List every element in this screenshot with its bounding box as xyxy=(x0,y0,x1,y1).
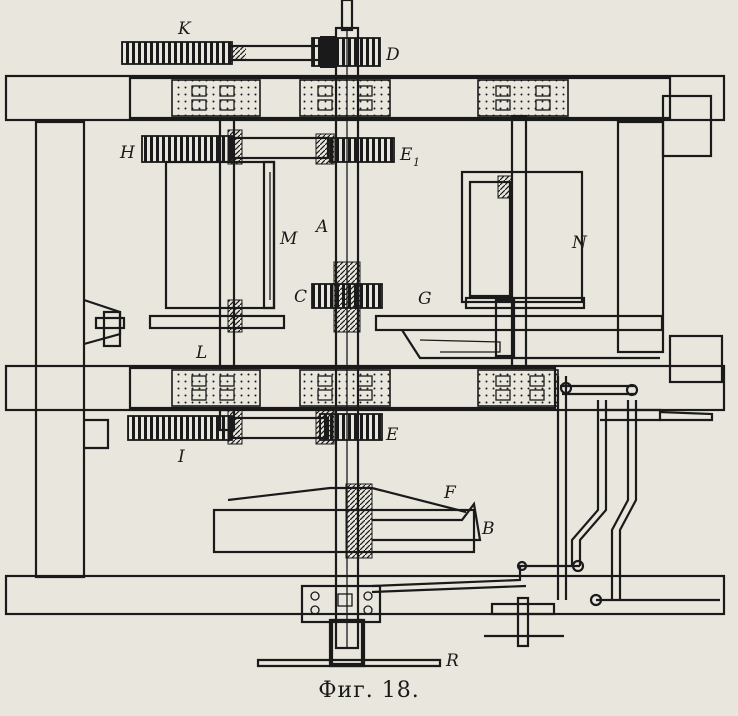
label-b: B xyxy=(481,519,495,539)
gear-i xyxy=(84,409,330,450)
label-a: A xyxy=(314,217,328,237)
label-r: R xyxy=(445,651,459,671)
lever-linkage xyxy=(371,376,720,648)
bobbin-m xyxy=(83,160,286,348)
central-spindle xyxy=(328,0,366,668)
figure-caption: Фиг. 18. xyxy=(318,678,420,703)
label-c: C xyxy=(294,287,307,307)
middle-beam xyxy=(4,364,726,412)
bobbin-n xyxy=(460,170,586,310)
label-i: I xyxy=(177,447,185,467)
label-k: K xyxy=(177,19,192,39)
label-l: L xyxy=(195,343,207,363)
label-e: E xyxy=(385,425,399,445)
label-d: D xyxy=(385,45,400,65)
label-e1-subscript: 1 xyxy=(413,156,420,169)
label-m: M xyxy=(279,229,298,249)
gear-e1 xyxy=(315,133,395,165)
gear-c xyxy=(311,261,383,333)
gear-d xyxy=(311,36,381,68)
top-beam xyxy=(4,74,726,122)
label-e1: E xyxy=(399,145,413,165)
label-h: H xyxy=(119,143,136,163)
gear-k xyxy=(121,41,332,65)
handle-r xyxy=(256,618,442,668)
label-n: N xyxy=(571,233,588,253)
letter-labels: K D H E 1 M A N C G L I E F B R xyxy=(119,19,588,671)
bottom-beam xyxy=(4,574,726,624)
gear-e xyxy=(315,409,383,445)
label-g: G xyxy=(418,289,432,309)
disk-g xyxy=(374,298,664,360)
frame xyxy=(34,94,724,579)
label-f: F xyxy=(443,483,457,503)
disk-f xyxy=(212,483,482,559)
right-shaft xyxy=(510,114,528,370)
